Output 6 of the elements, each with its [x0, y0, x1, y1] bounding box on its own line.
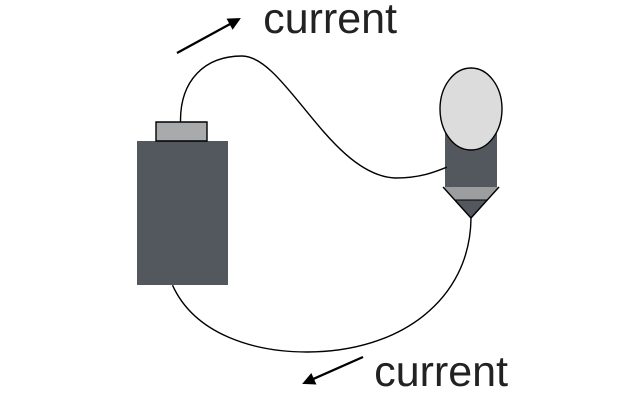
light-bulb: [439, 67, 503, 219]
label: current: [376, 358, 508, 386]
label: current: [265, 5, 397, 34]
battery: [137, 121, 228, 285]
wire: [172, 218, 472, 353]
wire: [180, 55, 448, 179]
